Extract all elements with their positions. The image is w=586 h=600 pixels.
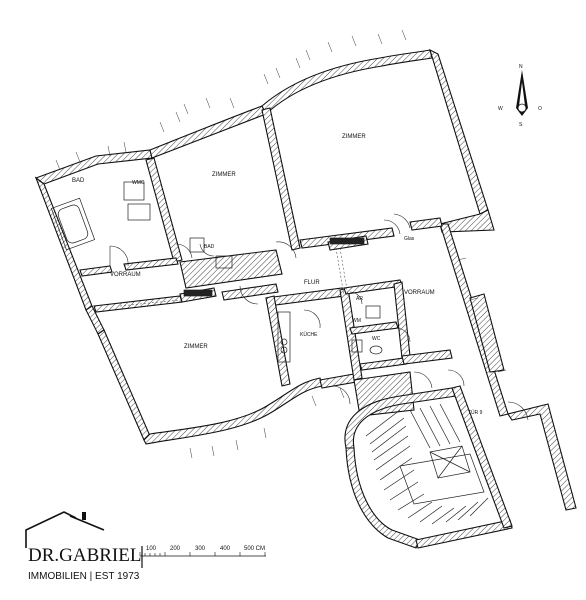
compass-n: N	[519, 64, 523, 70]
room-label-bad-small: BAD	[204, 244, 215, 250]
room-label-zimmer-top: ZIMMER	[342, 134, 366, 140]
fixtures	[50, 181, 383, 363]
scale-bar: 100 200 300 400 500 CM	[139, 546, 266, 557]
room-label-tuer: TÜR 9	[468, 409, 483, 416]
compass-s: S	[519, 122, 523, 128]
logo-name: DR.GABRIEL	[28, 545, 141, 566]
scale-tick-200: 200	[170, 546, 181, 552]
room-label-vorraum-right: VORRAUM	[404, 290, 435, 296]
room-label-bad: BAD	[72, 178, 85, 184]
flur-dashes	[119, 247, 349, 307]
staircase	[344, 385, 513, 549]
compass-o: O	[538, 106, 542, 112]
scale-tick-400: 400	[220, 546, 231, 552]
interior-walls	[79, 107, 453, 417]
room-label-wmc: WMC	[132, 180, 145, 186]
room-label-zimmer-mid: ZIMMER	[212, 172, 236, 178]
compass-w: W	[498, 106, 503, 112]
house-roof-icon	[25, 511, 77, 548]
window-ticks	[55, 29, 507, 459]
room-label-wc: WC	[372, 336, 381, 342]
room-label-glas: Glas	[404, 236, 415, 242]
scale-tick-500: 500 CM	[244, 546, 265, 552]
doors	[109, 213, 529, 421]
scale-tick-100: 100	[146, 546, 157, 552]
logo-subtitle: IMMOBILIEN | EST 1973	[28, 571, 140, 582]
logo: DR.GABRIEL IMMOBILIEN | EST 1973	[25, 511, 143, 582]
room-label-kueche: KÜCHE	[300, 331, 318, 338]
room-label-flur: FLUR	[304, 280, 320, 286]
room-label-wm: WM	[352, 318, 361, 324]
scale-tick-300: 300	[195, 546, 206, 552]
room-labels: ZIMMER ZIMMER ZIMMER BAD WMC BAD VORRAUM…	[72, 134, 483, 416]
outer-walls	[34, 48, 577, 511]
room-label-zimmer-bottom: ZIMMER	[184, 344, 208, 350]
room-label-ar: AR	[356, 296, 363, 302]
compass: N S W O	[498, 64, 542, 128]
room-label-vorraum-left: VORRAUM	[110, 272, 141, 278]
